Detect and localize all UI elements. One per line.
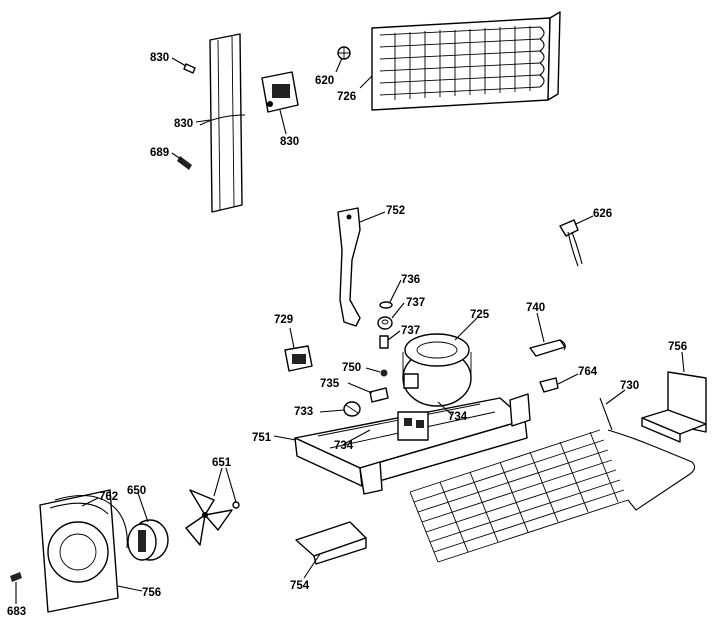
- fan-blade-651: [185, 489, 240, 546]
- screw-830: [183, 63, 196, 74]
- base-pan-751: [294, 393, 531, 495]
- part-labels: 830 830 689 830 620 726 752 626 736 737 …: [7, 52, 687, 618]
- clip-735: [369, 387, 389, 403]
- part-620: [337, 46, 351, 60]
- label-620: 620: [315, 75, 334, 87]
- label-650: 650: [127, 485, 146, 497]
- label-756: 756: [142, 587, 161, 599]
- label-752: 752: [386, 205, 405, 217]
- cord-626: [559, 219, 583, 267]
- label-733: 733: [294, 406, 313, 418]
- label-689: 689: [150, 147, 169, 159]
- leader-lines: [15, 57, 685, 604]
- label-830: 830: [280, 136, 299, 148]
- part-750: [380, 369, 388, 377]
- overload-740: [529, 339, 566, 357]
- compressor-725: [402, 333, 472, 407]
- label-750: 750: [342, 362, 361, 374]
- bracket-754: [295, 521, 367, 565]
- relay-729: [284, 345, 313, 372]
- label-830: 830: [174, 118, 193, 130]
- fan-shroud-756: [39, 489, 128, 613]
- part-764: [539, 377, 559, 393]
- label-751: 751: [252, 432, 272, 444]
- label-730: 730: [620, 380, 639, 392]
- coil-730: [409, 397, 696, 563]
- label-734: 734: [334, 440, 354, 452]
- bracket-756-right: [641, 371, 707, 443]
- label-736: 736: [401, 274, 420, 286]
- label-830: 830: [150, 52, 169, 64]
- label-762: 762: [99, 491, 118, 503]
- label-735: 735: [320, 378, 340, 390]
- part-733: [343, 401, 361, 417]
- label-754: 754: [290, 580, 310, 592]
- bracket-830: [261, 71, 299, 113]
- label-756: 756: [668, 341, 687, 353]
- condenser-726: [371, 11, 561, 111]
- screw-683: [10, 572, 22, 582]
- label-651: 651: [212, 457, 232, 469]
- bracket-752: [337, 207, 361, 327]
- label-764: 764: [578, 366, 598, 378]
- label-626: 626: [593, 208, 612, 220]
- channel-830: [199, 33, 246, 213]
- label-726: 726: [337, 91, 356, 103]
- sleeve-737b: [379, 335, 389, 349]
- label-729: 729: [274, 314, 293, 326]
- label-734: 734: [448, 411, 468, 423]
- label-740: 740: [526, 302, 545, 314]
- grommet-737a: [377, 316, 393, 330]
- washer-736: [379, 301, 393, 309]
- label-683: 683: [7, 606, 26, 618]
- label-725: 725: [470, 309, 490, 321]
- label-737: 737: [406, 297, 425, 309]
- label-737: 737: [401, 325, 420, 337]
- fan-motor-650: [127, 519, 169, 561]
